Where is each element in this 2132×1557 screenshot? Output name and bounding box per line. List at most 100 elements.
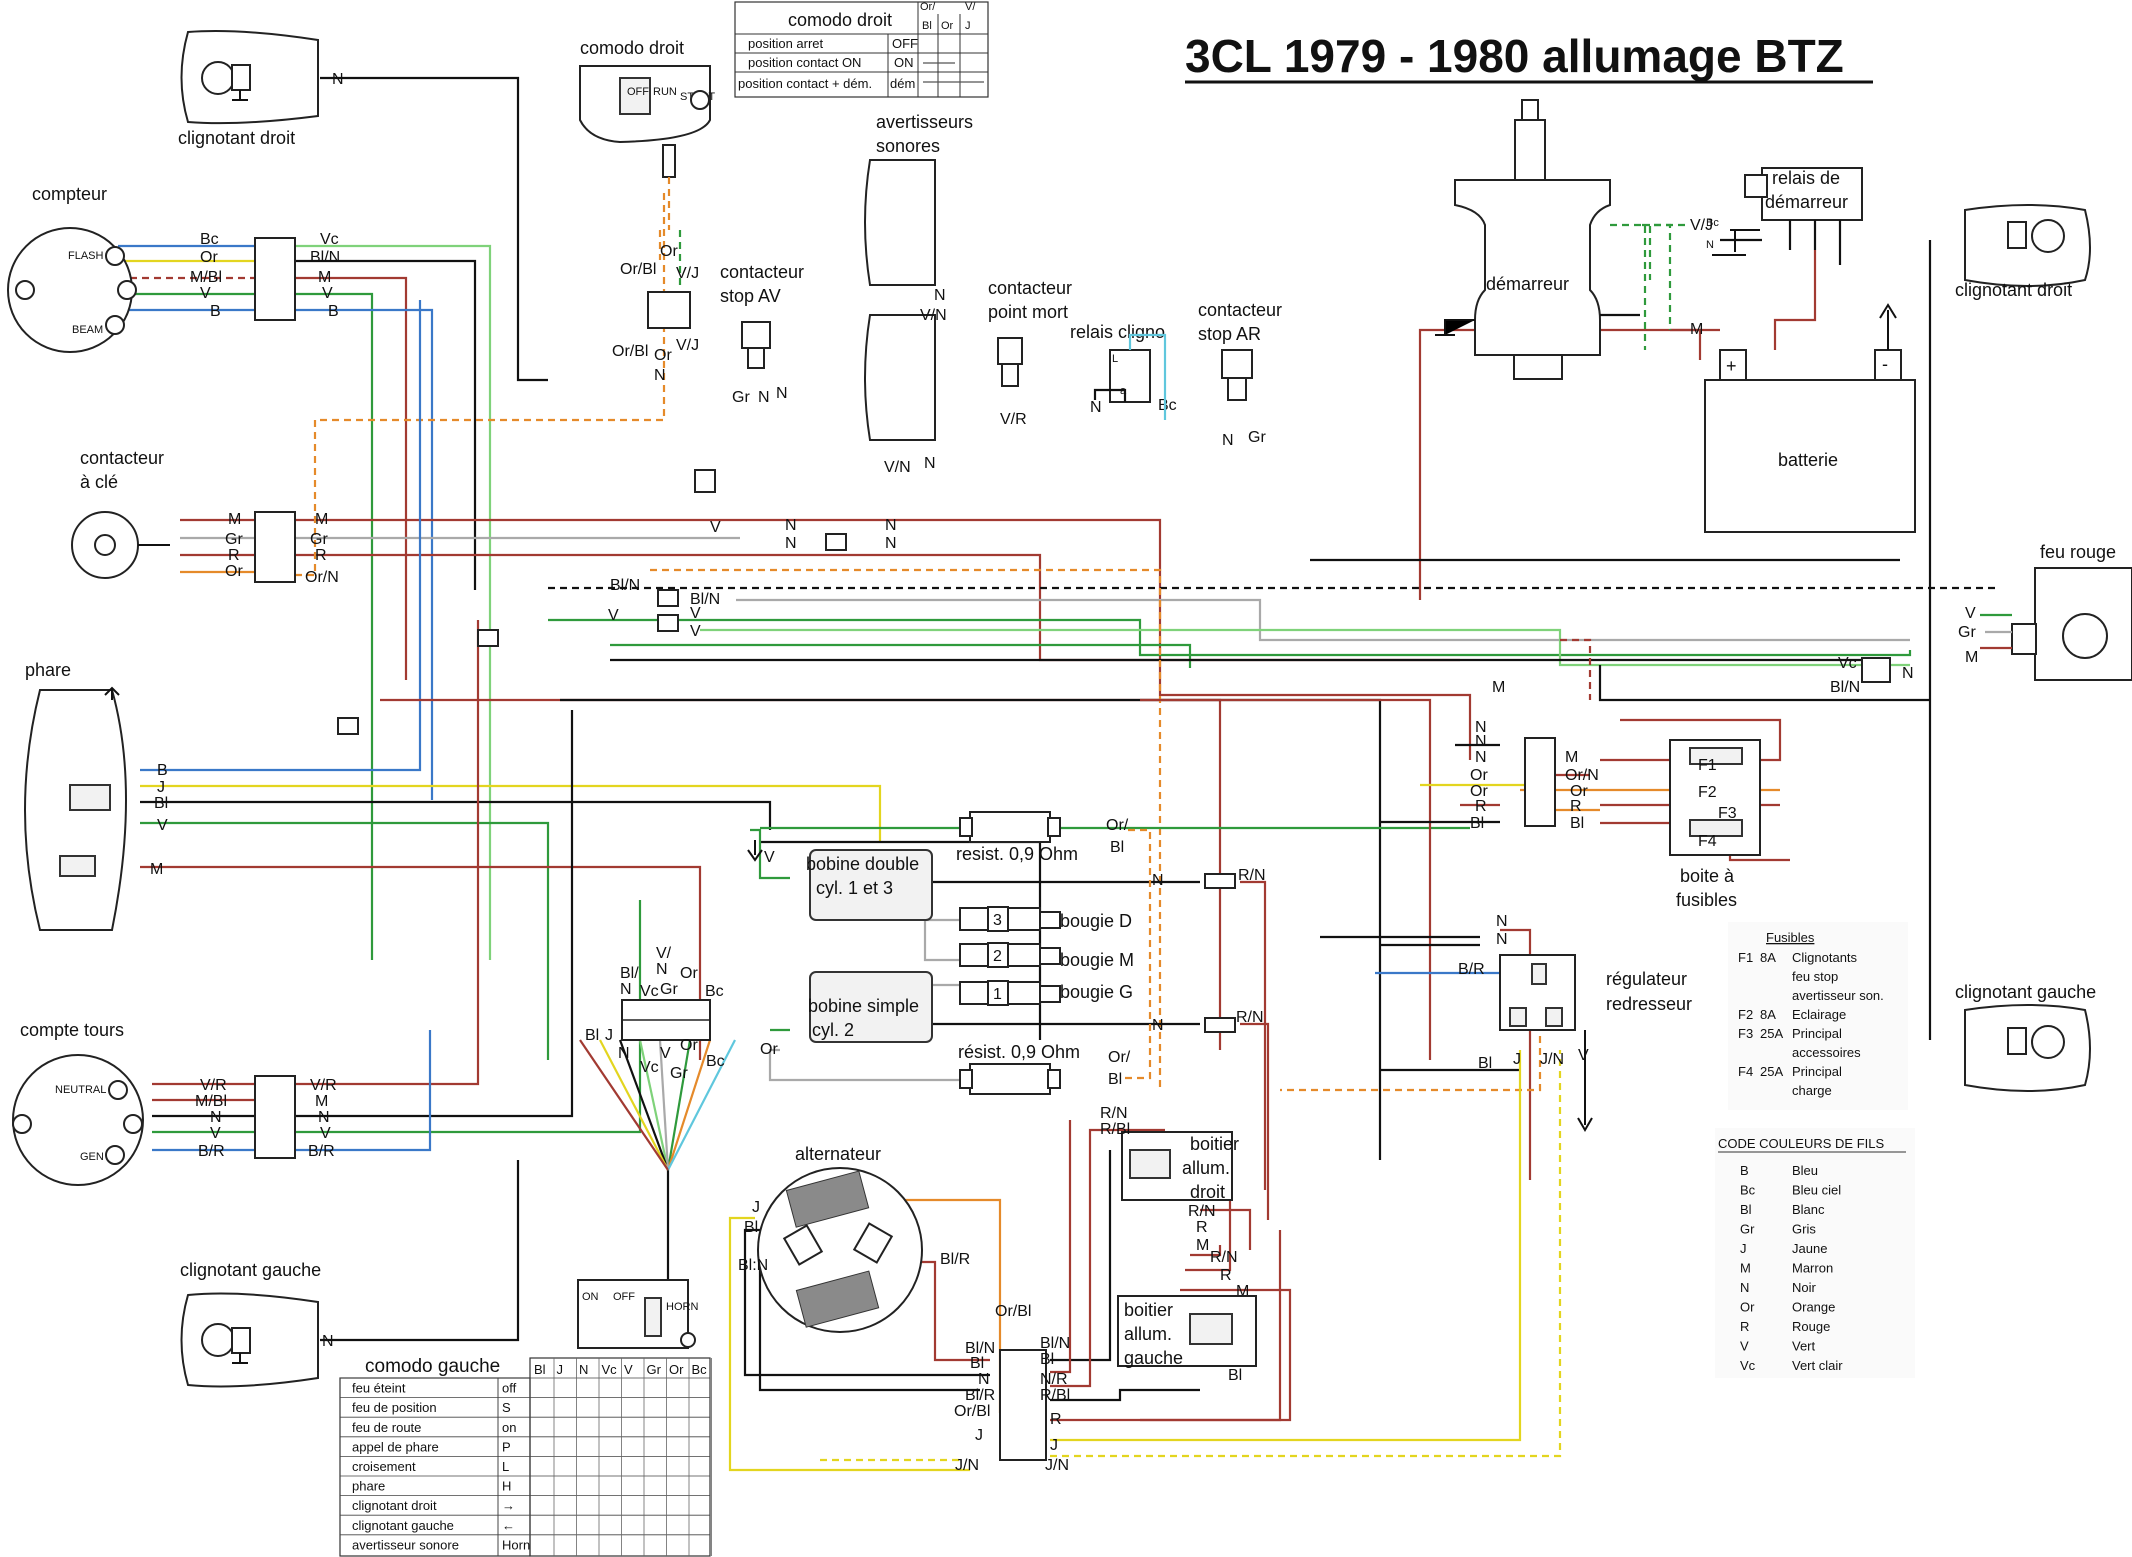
- svg-text:N: N: [656, 961, 668, 978]
- svg-text:feu rouge: feu rouge: [2040, 542, 2116, 562]
- svg-text:V: V: [320, 1125, 331, 1142]
- svg-text:comodo droit: comodo droit: [580, 38, 684, 58]
- ignition-module-right: boitier allum. droit R/NR/Bl R/NRM R/NRM: [1100, 1105, 1249, 1300]
- svg-text:N: N: [885, 517, 897, 534]
- color-code: M: [1740, 1261, 1751, 1276]
- table-row-label: feu éteint: [352, 1381, 406, 1396]
- table-row-label: clignotant gauche: [352, 1518, 454, 1533]
- fuse-description: Clignotants: [1792, 950, 1858, 965]
- svg-text:Gr: Gr: [1248, 429, 1266, 446]
- svg-text:ON: ON: [894, 55, 914, 70]
- battery: + - batterie M: [1690, 303, 1916, 533]
- bulb-icon: [2062, 613, 2108, 659]
- svg-text:NEUTRAL: NEUTRAL: [55, 1084, 106, 1096]
- svg-text:Bl: Bl: [1478, 1055, 1492, 1072]
- svg-text:boitier: boitier: [1124, 1300, 1173, 1320]
- fuse-id: F4: [1738, 1064, 1753, 1079]
- svg-text:R/Bl: R/Bl: [1040, 1387, 1070, 1404]
- fuse-description: feu stop: [1792, 969, 1838, 984]
- svg-text:F3: F3: [1718, 805, 1737, 822]
- svg-text:V: V: [200, 285, 211, 302]
- svg-text:M: M: [315, 511, 328, 528]
- svg-text:N/R: N/R: [1040, 1371, 1068, 1388]
- color-name: Vert: [1792, 1339, 1816, 1354]
- svg-text:J: J: [752, 1199, 760, 1216]
- fuse-box: F1 F2 F3 F4 boite à fusibles NNNOrOrRBl …: [1470, 719, 1761, 910]
- fuse-description: avertisseur son.: [1792, 988, 1884, 1003]
- svg-text:N: N: [1902, 665, 1914, 682]
- svg-text:relais de: relais de: [1772, 168, 1840, 188]
- svg-text:Vc: Vc: [640, 983, 659, 1000]
- svg-text:R/N: R/N: [1236, 1009, 1264, 1026]
- svg-text:fusibles: fusibles: [1676, 890, 1737, 910]
- svg-text:V/N: V/N: [920, 307, 947, 324]
- svg-text:allum.: allum.: [1182, 1158, 1230, 1178]
- table-row-code: P: [502, 1439, 511, 1454]
- svg-text:Or: Or: [680, 1037, 698, 1054]
- svg-text:clignotant droit: clignotant droit: [1955, 280, 2072, 300]
- svg-text:Or/N: Or/N: [1565, 767, 1599, 784]
- table-column-header: J: [557, 1362, 564, 1377]
- svg-text:J/N: J/N: [955, 1457, 979, 1474]
- svg-text:Bl: Bl: [1470, 815, 1484, 832]
- svg-text:démarreur: démarreur: [1486, 274, 1569, 294]
- svg-text:M/Bl: M/Bl: [195, 1093, 227, 1110]
- svg-text:N: N: [1496, 931, 1508, 948]
- svg-text:R: R: [228, 547, 240, 564]
- svg-text:Or: Or: [225, 563, 243, 580]
- svg-text:Bl: Bl: [585, 1027, 599, 1044]
- diagram-title: 3CL 1979 - 1980 allumage BTZ: [1185, 30, 1844, 82]
- svg-text:à clé: à clé: [80, 472, 118, 492]
- svg-text:V: V: [322, 285, 333, 302]
- svg-text:Bc: Bc: [705, 983, 724, 1000]
- svg-text:position contact ON: position contact ON: [748, 55, 861, 70]
- svg-text:contacteur: contacteur: [988, 278, 1072, 298]
- svg-text:Bl: Bl: [1110, 839, 1124, 856]
- svg-text:N: N: [618, 1045, 630, 1062]
- svg-text:V/J: V/J: [676, 337, 699, 354]
- svg-text:B: B: [328, 303, 339, 320]
- svg-text:Or/Bl: Or/Bl: [995, 1303, 1031, 1320]
- svg-text:compte tours: compte tours: [20, 1020, 124, 1040]
- svg-text:boite à: boite à: [1680, 866, 1735, 886]
- fuse-description: Eclairage: [1792, 1007, 1846, 1022]
- svg-text:démarreur: démarreur: [1765, 192, 1848, 212]
- svg-text:R: R: [1475, 798, 1487, 815]
- spark-plugs: 3 bougie D 2 bougie M 1 bougie G: [959, 906, 1134, 1006]
- svg-text:allum.: allum.: [1124, 1324, 1172, 1344]
- svg-text:B/R: B/R: [198, 1143, 225, 1160]
- svg-text:Bl: Bl: [1228, 1367, 1242, 1384]
- svg-text:V/: V/: [965, 1, 976, 13]
- fuse-rating: 8A: [1760, 1007, 1776, 1022]
- svg-text:V: V: [1965, 605, 1976, 622]
- svg-text:GEN: GEN: [80, 1151, 104, 1163]
- table-row-label: appel de phare: [352, 1439, 439, 1454]
- turn-signal-rear-right: clignotant droit: [1955, 204, 2091, 300]
- svg-text:N: N: [318, 1109, 330, 1126]
- svg-text:Bl: Bl: [744, 1219, 758, 1236]
- svg-text:V/R: V/R: [310, 1077, 337, 1094]
- svg-text:B/R: B/R: [1458, 961, 1485, 978]
- svg-text:Bl/R: Bl/R: [965, 1387, 995, 1404]
- fuse-description: Principal: [1792, 1026, 1842, 1041]
- svg-text:Bl/N: Bl/N: [965, 1340, 995, 1357]
- fuse-description: charge: [1792, 1083, 1832, 1098]
- svg-text:F2: F2: [1698, 784, 1717, 801]
- svg-text:redresseur: redresseur: [1606, 994, 1692, 1014]
- svg-text:V: V: [608, 607, 619, 624]
- svg-text:R: R: [1196, 1219, 1208, 1236]
- table-column-header: Or: [669, 1362, 684, 1377]
- svg-text:N: N: [1496, 913, 1508, 930]
- svg-text:B/R: B/R: [308, 1143, 335, 1160]
- color-name: Gris: [1792, 1222, 1816, 1237]
- svg-text:Or: Or: [654, 347, 672, 364]
- svg-text:bobine double: bobine double: [806, 854, 919, 874]
- svg-text:Or: Or: [760, 1041, 778, 1058]
- svg-text:N: N: [1475, 719, 1487, 736]
- flasher-relay: relais cligno L a N Bc: [1070, 322, 1177, 420]
- svg-text:Bl: Bl: [1108, 1071, 1122, 1088]
